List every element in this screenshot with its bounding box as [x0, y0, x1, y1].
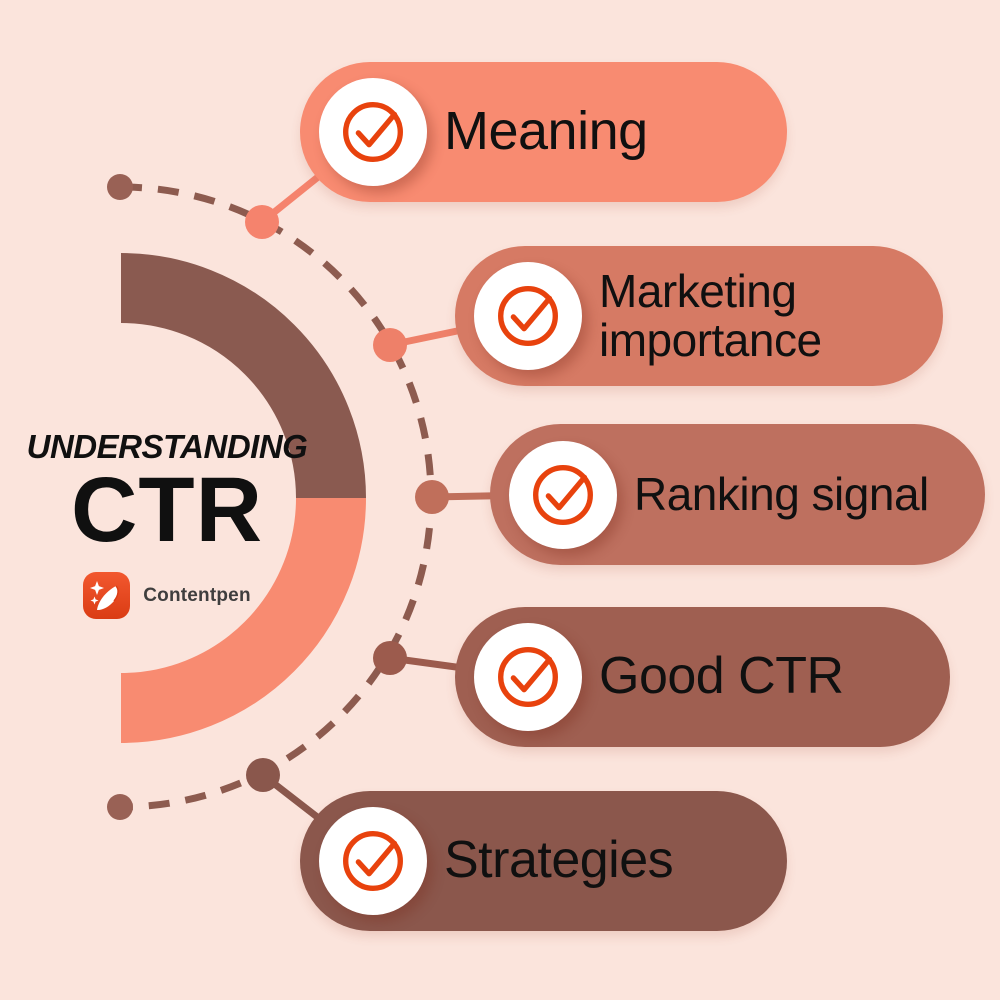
title-block: UNDERSTANDING CTR Co [0, 428, 334, 619]
pill-label: Marketing importance [599, 265, 822, 366]
half-ring-top-segment [120, 253, 366, 499]
connector-dot [373, 641, 407, 675]
brand-row: Contentpen [0, 572, 334, 619]
half-ring-bottom-segment [120, 497, 366, 743]
pill-label: Good CTR [599, 647, 844, 706]
pill-label: Strategies [444, 831, 674, 890]
connector-dot [373, 328, 407, 362]
check-circle-icon [319, 78, 427, 186]
page-title: CTR [70, 459, 264, 561]
arc-end-dot-bottom [107, 794, 133, 820]
title-eyebrow: UNDERSTANDING [26, 428, 308, 465]
check-circle-icon [509, 440, 617, 549]
pill-marketing-importance: Marketing importance [455, 246, 943, 386]
check-circle-icon [474, 262, 582, 370]
check-circle-icon [319, 807, 427, 915]
connector-dot [415, 480, 449, 514]
pill-label: Ranking signal [634, 468, 929, 521]
pill-label: Meaning [444, 101, 648, 162]
pill-strategies: Strategies [300, 791, 787, 931]
arc-end-dot-top [107, 174, 133, 200]
pill-ranking-signal: Ranking signal [490, 424, 985, 565]
check-circle-icon [474, 623, 582, 731]
connector-dot [245, 205, 279, 239]
pill-good-ctr: Good CTR [455, 607, 950, 747]
pill-meaning: Meaning [300, 62, 787, 202]
brand-name: Contentpen [143, 584, 251, 606]
connector-dot [246, 758, 280, 792]
pen-sparkles-icon [83, 572, 131, 619]
